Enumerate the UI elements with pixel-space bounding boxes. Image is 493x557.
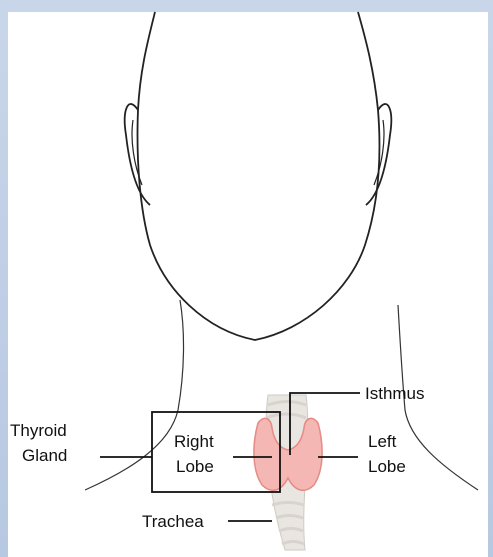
head-outline	[138, 12, 380, 340]
neck-left	[85, 300, 184, 490]
right-lobe-label-line1: Right	[174, 432, 214, 451]
trachea-label: Trachea	[142, 512, 204, 531]
left-lobe-label-line2: Lobe	[368, 457, 406, 476]
left-lobe-label-line1: Left	[368, 432, 397, 451]
right-lobe-label-line2: Lobe	[176, 457, 214, 476]
isthmus-label: Isthmus	[365, 384, 425, 403]
thyroid-label-line2: Gland	[22, 446, 67, 465]
thyroid-label-line1: Thyroid	[10, 421, 67, 440]
